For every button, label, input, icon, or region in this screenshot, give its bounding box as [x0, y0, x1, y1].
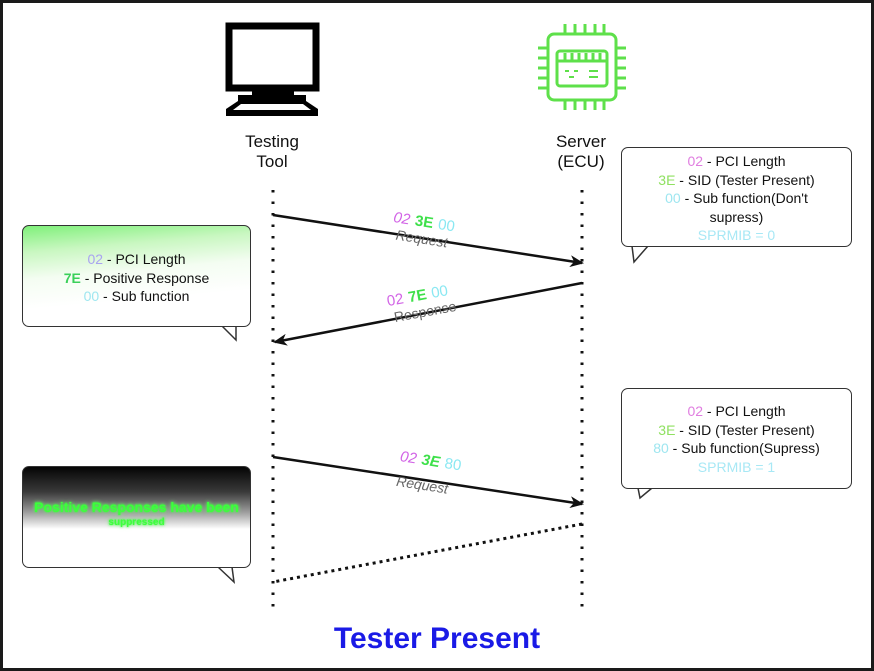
request2-code-pci: 02: [398, 448, 419, 468]
note-request1-tail: [631, 245, 649, 264]
pci-code: 02: [687, 403, 704, 419]
sid-code: 3E: [658, 171, 676, 188]
note-request2: 02 - PCI Length 3E - SID (Tester Present…: [621, 388, 852, 489]
suppressed-line-1: Positive Responses have been: [34, 499, 239, 515]
client-actor-label: Testing Tool: [222, 132, 322, 172]
suppressed-response-line: [272, 522, 583, 584]
pci-desc: - PCI Length: [703, 403, 786, 419]
note-request2-tail: [637, 487, 653, 500]
sid-desc: - SID (Tester Present): [675, 421, 815, 438]
note-request1-line-2: 3E - SID (Tester Present): [622, 171, 851, 190]
client-label-line2: Tool: [256, 152, 288, 171]
sub-desc: - Sub function: [99, 288, 190, 304]
note-request1-sprmib: SPRMIB = 0: [697, 227, 776, 243]
request1-code-pci: 02: [392, 209, 412, 229]
sid-code: 7E: [63, 269, 81, 286]
note-request2-line-1: 02 - PCI Length: [622, 402, 851, 421]
note-request1-line-1: 02 - PCI Length: [622, 152, 851, 171]
response-arrow-1: [273, 281, 583, 346]
server-label-line2: (ECU): [557, 152, 605, 171]
note-request2-line-2: 3E - SID (Tester Present): [622, 421, 851, 440]
note-response1-line-2: 7E - Positive Response: [23, 269, 250, 288]
diagram-title: Tester Present: [333, 622, 541, 655]
note-request1-line-3: 00 - Sub function(Don't: [622, 189, 851, 208]
note-request2-sprmib: SPRMIB = 1: [697, 458, 776, 475]
note-request1: 02 - PCI Length 3E - SID (Tester Present…: [621, 147, 852, 247]
sub-code: 80: [653, 440, 669, 456]
note-response1-line-3: 00 - Sub function: [23, 287, 250, 306]
server-actor-label: Server (ECU): [531, 132, 631, 172]
request2-code-sub: 80: [443, 455, 463, 475]
sub-code: 00: [83, 288, 100, 304]
note-request1-line-4: supress): [709, 208, 764, 225]
pci-desc: - PCI Length: [703, 153, 786, 169]
client-label-line1: Testing: [245, 132, 299, 151]
sub-desc: - Sub function(Don't: [680, 190, 808, 206]
request-arrow-1: [272, 213, 584, 268]
note-suppressed-tail: [217, 566, 236, 584]
sub-desc: - Sub function(Supress): [668, 440, 820, 456]
request-arrow-2: [272, 455, 584, 509]
server-label-line1: Server: [555, 132, 607, 151]
microchip-icon: [538, 24, 626, 110]
sub-code: 00: [665, 190, 681, 206]
note-response1: 02 - PCI Length 7E - Positive Response 0…: [22, 225, 251, 327]
request2-code-sid: 3E: [420, 451, 442, 472]
pci-code: 02: [87, 251, 104, 267]
computer-monitor-icon: [225, 22, 320, 116]
sid-desc: - Positive Response: [80, 269, 210, 286]
note-response1-tail: [221, 325, 237, 342]
suppressed-line-2: suppressed: [108, 517, 165, 528]
sid-code: 3E: [658, 421, 676, 438]
sid-desc: - SID (Tester Present): [675, 171, 815, 188]
note-suppressed: Positive Responses have been suppressed: [22, 466, 251, 568]
note-request2-line-3: 80 - Sub function(Supress): [622, 439, 851, 458]
note-response1-line-1: 02 - PCI Length: [23, 250, 250, 269]
pci-desc: - PCI Length: [103, 251, 186, 267]
pci-code: 02: [687, 153, 704, 169]
